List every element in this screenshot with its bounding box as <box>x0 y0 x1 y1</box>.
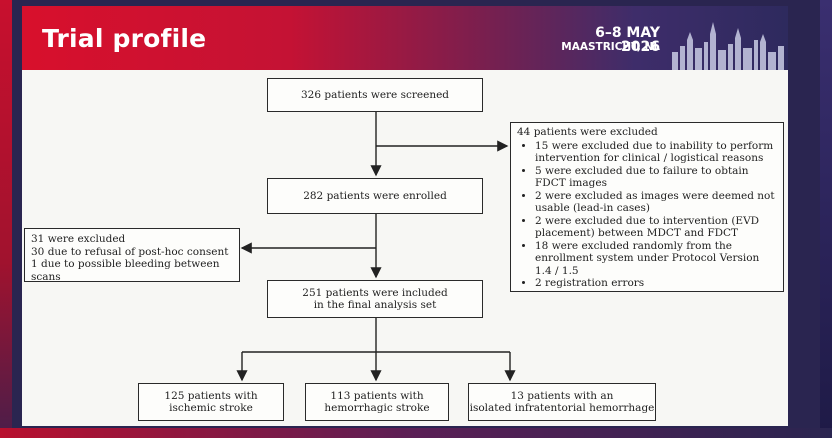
excluded-left-line2: 30 due to refusal of post-hoc consent <box>31 245 229 258</box>
excluded-left-line3: 1 due to possible bleeding between scans <box>31 258 220 283</box>
flowchart-area: 326 patients were screened 44 patients w… <box>22 70 788 426</box>
list-item: 2 registration errors <box>535 277 777 290</box>
slide-title: Trial profile <box>42 24 207 53</box>
included-box: 251 patients were included in the final … <box>267 280 483 318</box>
group-line2: ischemic stroke <box>169 402 253 414</box>
event-location: MAASTRICHT, NL <box>561 41 660 53</box>
enrolled-box: 282 patients were enrolled <box>267 178 483 214</box>
group-line1: 13 patients with an <box>510 389 614 402</box>
screened-box: 326 patients were screened <box>267 78 483 112</box>
list-item: 2 were excluded due to intervention (EVD… <box>535 215 777 240</box>
excluded-right-heading: 44 patients were excluded <box>517 126 658 138</box>
list-item: 15 were excluded due to inability to per… <box>535 140 777 165</box>
group-line2: isolated infratentorial hemorrhage <box>469 402 655 414</box>
group-line2: hemorrhagic stroke <box>324 402 430 414</box>
included-line1: 251 patients were included <box>302 286 448 299</box>
group-line1: 113 patients with <box>330 389 424 402</box>
list-item: 5 were excluded due to failure to obtain… <box>535 165 777 190</box>
hemorrhagic-stroke-box: 113 patients with hemorrhagic stroke <box>305 383 449 421</box>
excluded-left-box: 31 were excluded 30 due to refusal of po… <box>24 228 240 283</box>
right-frame-border <box>820 0 832 438</box>
slide-header: Trial profile 6–8 MAY 2026 MAASTRICHT, N… <box>22 6 788 70</box>
screened-text: 326 patients were screened <box>300 88 450 101</box>
exclusion-reasons-list: 15 were excluded due to inability to per… <box>517 140 777 290</box>
group-line1: 125 patients with <box>164 389 258 402</box>
left-frame-border <box>0 0 12 438</box>
flow-connectors <box>236 112 516 382</box>
bottom-frame-border <box>0 428 832 438</box>
city-skyline-logo <box>672 22 784 70</box>
excluded-right-box: 44 patients were excluded 15 were exclud… <box>510 122 784 292</box>
list-item: 2 were excluded as images were deemed no… <box>535 190 777 215</box>
event-date: 6–8 MAY 2026 <box>595 25 660 55</box>
included-line2: in the final analysis set <box>313 299 437 311</box>
list-item: 18 were excluded randomly from the enrol… <box>535 240 777 278</box>
infratentorial-hemorrhage-box: 13 patients with an isolated infratentor… <box>468 383 656 421</box>
excluded-left-line1: 31 were excluded <box>31 233 126 245</box>
enrolled-text: 282 patients were enrolled <box>303 189 447 202</box>
ischemic-stroke-box: 125 patients with ischemic stroke <box>138 383 284 421</box>
